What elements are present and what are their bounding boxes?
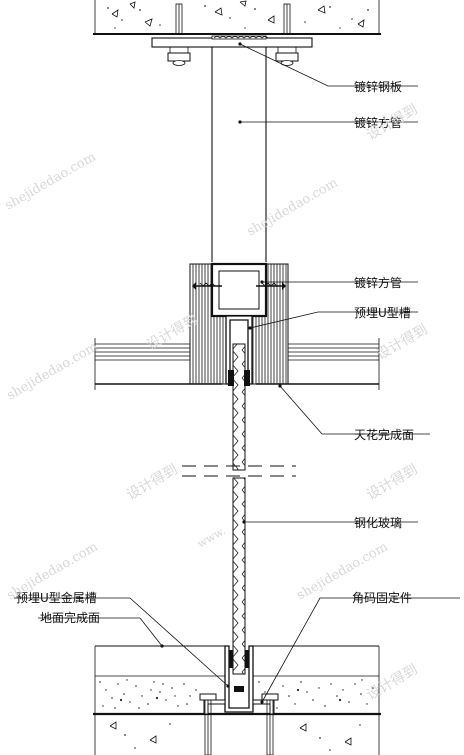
label-embedded-u-channel: 预埋U型槽 <box>354 306 411 320</box>
embedded-u-channel <box>225 315 253 386</box>
break-line <box>182 465 296 477</box>
floor-screed-layer <box>99 679 374 709</box>
galvanized-square-tube-vertical <box>211 47 267 262</box>
ceiling-layers <box>94 338 380 390</box>
watermark-brand: 设计得到 <box>364 461 421 504</box>
floor-anchor-bolts <box>199 693 279 755</box>
label-galvanized-tube-upper: 镀锌方管 <box>354 115 402 130</box>
galvanized-square-tube-section <box>192 262 286 318</box>
top-concrete-slab <box>93 0 381 35</box>
floor-slab <box>93 712 381 755</box>
watermark-url: shejidedao.com <box>245 175 341 239</box>
watermark-brand: 设计得到 <box>374 321 431 364</box>
embedded-u-metal-channel <box>224 645 254 713</box>
leader-lines <box>14 42 460 704</box>
anchor-nut-right <box>275 46 299 66</box>
watermark-brand: 设计得到 <box>364 661 421 704</box>
floor-finish-layer <box>94 645 380 714</box>
label-embedded-u-metal-channel: 预埋U型金属槽 <box>16 590 97 605</box>
tempered-glass-panel <box>232 343 246 675</box>
label-ceiling-finish: 天花完成面 <box>354 427 414 442</box>
label-galvanized-steel-plate: 镀锌钢板 <box>354 80 402 94</box>
anchor-nut-left <box>167 46 191 66</box>
corner-bracket-left <box>203 699 226 715</box>
galvanized-steel-plate <box>151 35 313 66</box>
label-tempered-glass: 钢化玻璃 <box>354 516 402 530</box>
label-corner-bracket: 角码固定件 <box>352 590 412 605</box>
watermark-url: shejidedao.com <box>5 339 101 403</box>
watermark-prefix: www. <box>195 524 228 550</box>
label-floor-finish: 地面完成面 <box>40 610 100 625</box>
watermark-brand: 设计得到 <box>124 461 181 504</box>
label-galvanized-tube-lower: 镀锌方管 <box>354 275 402 290</box>
watermark-url: shejidedao.com <box>3 149 99 213</box>
